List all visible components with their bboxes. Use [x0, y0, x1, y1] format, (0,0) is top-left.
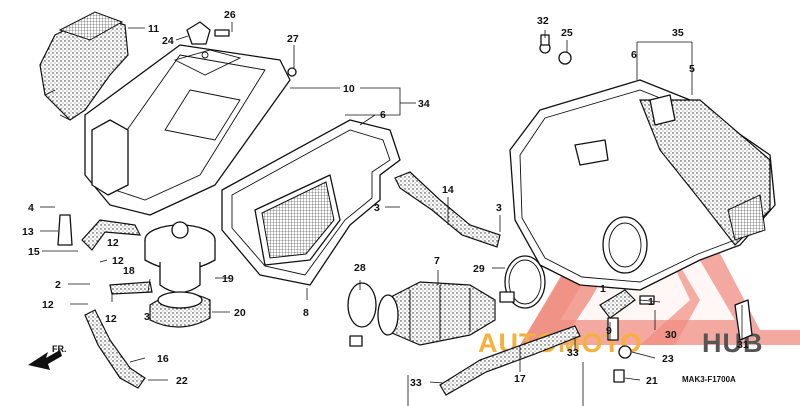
callout-9: 9: [606, 325, 612, 337]
callout-4: 4: [28, 202, 34, 214]
callout-19: 19: [222, 273, 234, 285]
clamp-29: [499, 255, 546, 309]
callout-10: 10: [343, 83, 355, 95]
hose-part: [394, 171, 501, 248]
drain-cap: [149, 291, 211, 328]
callout-34: 34: [418, 98, 430, 110]
callout-13: 13: [22, 226, 34, 238]
callout-7: 7: [434, 255, 440, 267]
small-parts-top: [186, 21, 297, 77]
callout-1-a: 1: [600, 283, 606, 295]
callout-29: 29: [473, 263, 485, 275]
callout-30: 30: [665, 329, 677, 341]
callout-14: 14: [442, 184, 454, 196]
direction-label: FR.: [52, 344, 67, 354]
callout-3-right: 3: [496, 202, 502, 214]
callout-23: 23: [662, 353, 674, 365]
breather-hoses: [57, 214, 153, 389]
leader-lines: [40, 22, 743, 406]
callout-24: 24: [162, 35, 174, 47]
callout-25: 25: [561, 27, 573, 39]
intake-boot: [377, 281, 496, 346]
callout-12-b: 12: [112, 255, 124, 267]
callout-6-right: 6: [631, 49, 637, 61]
air-duct-part: [39, 11, 129, 121]
callout-3-mid: 3: [374, 202, 380, 214]
callout-33-left: 33: [410, 377, 422, 389]
callout-15: 15: [28, 246, 40, 258]
callout-8: 8: [303, 307, 309, 319]
watermark-text-b: HUB: [702, 328, 764, 358]
callout-21: 21: [646, 375, 658, 387]
callout-32: 32: [537, 15, 549, 27]
callout-6-left: 6: [380, 109, 386, 121]
callout-26: 26: [224, 9, 236, 21]
callout-12-d: 12: [105, 313, 117, 325]
callout-3-left: 3: [144, 311, 150, 323]
gasket-and-element: [221, 119, 401, 286]
lower-hose: [439, 325, 581, 396]
callout-28: 28: [354, 262, 366, 274]
callout-16: 16: [157, 353, 169, 365]
callout-1-b: 1: [648, 296, 654, 308]
callout-11: 11: [148, 23, 159, 35]
air-cleaner-cover-right: [509, 79, 776, 291]
callout-12-c: 12: [42, 299, 54, 311]
callout-17: 17: [514, 373, 526, 385]
callout-22: 22: [176, 375, 188, 387]
callout-5: 5: [689, 63, 695, 75]
drain-chamber: [144, 221, 216, 294]
callout-33-right: 33: [567, 347, 579, 359]
callout-labels: 11 24 26 27 10 6 34 4 13 15 12 12 2 12 1…: [22, 9, 749, 389]
callout-27: 27: [287, 33, 299, 45]
air-cleaner-housing-left: [84, 44, 291, 216]
callout-20: 20: [234, 307, 246, 319]
callout-31: 31: [737, 339, 749, 351]
callout-35: 35: [672, 27, 684, 39]
callout-18: 18: [123, 265, 135, 277]
front-direction-indicator: FR.: [28, 344, 67, 370]
drawing-code: MAK3-F1700A: [682, 375, 736, 384]
callout-2: 2: [55, 279, 61, 291]
small-parts-right: [539, 34, 753, 383]
clamp-28: [347, 282, 377, 347]
callout-12-a: 12: [107, 237, 119, 249]
